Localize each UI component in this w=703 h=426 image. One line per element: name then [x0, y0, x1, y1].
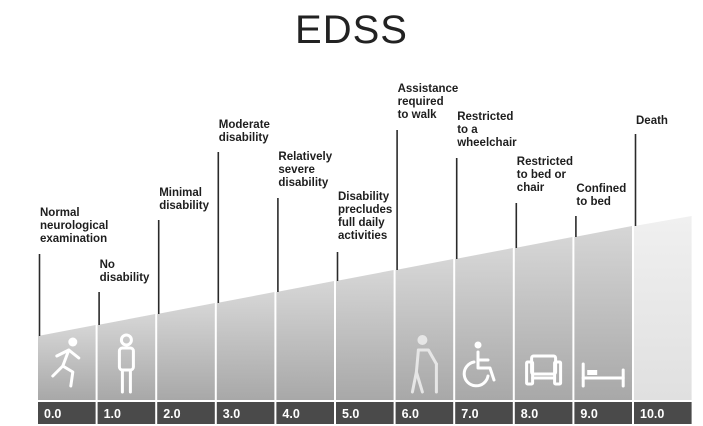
running-person-icon	[51, 337, 81, 388]
stage-bar-3-0	[216, 292, 275, 400]
score-value: 8.0	[521, 407, 538, 421]
armchair-icon	[525, 354, 563, 386]
score-value: 4.0	[282, 407, 299, 421]
score-value: 9.0	[580, 407, 597, 421]
score-box-4-0: 4.0	[276, 402, 334, 424]
stage-bar-9-0	[574, 226, 632, 400]
stage-bar-10-0	[634, 216, 692, 400]
stage-bars	[38, 216, 692, 400]
diagram-title: EDSS	[295, 8, 408, 52]
score-box-10-0: 10.0	[634, 402, 692, 424]
stage-bar-1-0	[97, 314, 156, 400]
score-value: 3.0	[223, 407, 240, 421]
score-box-9-0: 9.0	[574, 402, 632, 424]
score-value: 6.0	[402, 407, 419, 421]
score-boxes: 0.0 1.0 2.0 3.0 4.0 5.0 6.0 7.0 8.0 9.0 10.0	[38, 402, 692, 424]
score-box-8-0: 8.0	[514, 402, 573, 424]
score-box-7-0: 7.0	[455, 402, 513, 424]
bed-icon	[581, 362, 625, 388]
stage-bar-8-0	[514, 237, 573, 400]
score-box-2-0: 2.0	[157, 402, 215, 424]
score-box-5-0: 5.0	[336, 402, 394, 424]
score-box-6-0: 6.0	[395, 402, 454, 424]
stage-bar-4-0	[276, 281, 334, 400]
person-with-cane-icon	[410, 335, 438, 394]
score-value: 1.0	[104, 407, 121, 421]
stage-connector-lines	[38, 130, 637, 336]
stage-label-10-0: Death	[636, 115, 668, 127]
score-value: 10.0	[640, 407, 664, 421]
standing-person-icon	[117, 333, 135, 394]
stage-bar-5-0	[336, 270, 394, 400]
score-value: 5.0	[342, 407, 359, 421]
stage-bar-6-0	[395, 259, 454, 400]
stage-bar-0-0	[38, 325, 96, 400]
score-value: 7.0	[461, 407, 478, 421]
score-box-3-0: 3.0	[216, 402, 275, 424]
wheelchair-icon	[462, 341, 496, 388]
score-value: 2.0	[163, 407, 180, 421]
stage-bar-2-0	[157, 303, 215, 400]
score-box-1-0: 1.0	[97, 402, 156, 424]
score-box-0-0: 0.0	[38, 402, 96, 424]
stage-icons	[51, 333, 625, 394]
score-value: 0.0	[44, 407, 61, 421]
